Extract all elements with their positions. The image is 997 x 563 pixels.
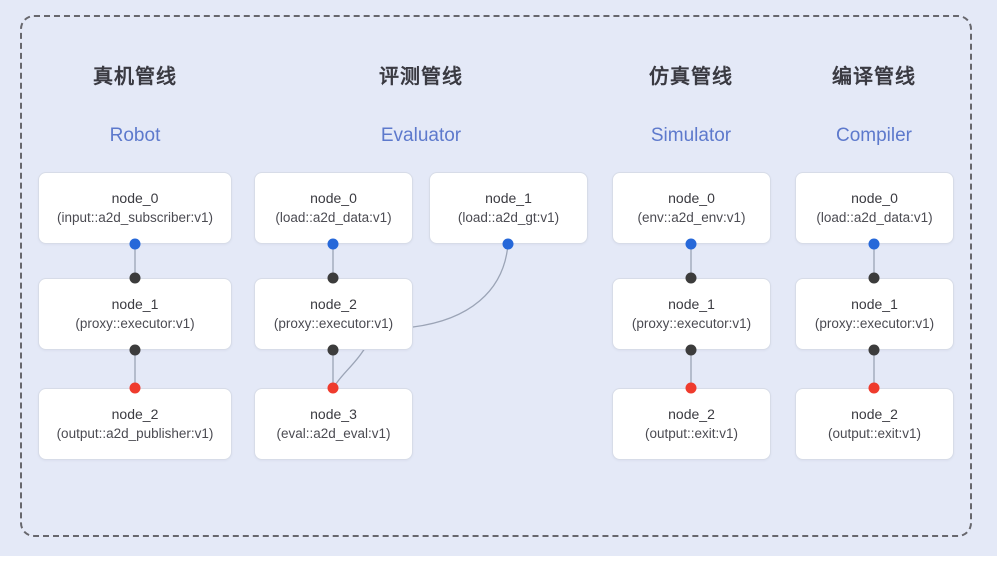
simulator-node-2: node_2 (output::exit:v1) [612,388,771,460]
node-impl: (input::a2d_subscriber:v1) [56,210,214,225]
output-port-dot [685,238,697,250]
pipeline-title-zh: 编译管线 [832,66,916,88]
eval-port-dot [868,382,880,394]
node-name: node_1 [851,296,898,312]
compiler-node-0: node_0 (load::a2d_data:v1) [795,172,954,244]
node-impl: (proxy::executor:v1) [273,316,394,331]
node-name: node_0 [668,190,715,206]
node-impl: (output::exit:v1) [644,426,739,441]
simulator-node-0: node_0 (env::a2d_env:v1) [612,172,771,244]
node-impl: (load::a2d_data:v1) [275,210,392,225]
pipeline-title-en: Compiler [835,125,913,146]
evaluator-node-0: node_0 (load::a2d_data:v1) [254,172,413,244]
node-impl: (load::a2d_data:v1) [816,210,933,225]
pipeline-header-evaluator: 评测管线 Evaluator [311,60,531,147]
node-name: node_0 [851,190,898,206]
evaluator-node-2: node_2 (proxy::executor:v1) [254,278,413,350]
node-impl: (output::exit:v1) [827,426,922,441]
dashed-frame [20,15,972,537]
pipeline-title-en: Evaluator [380,125,462,146]
node-name: node_2 [310,296,357,312]
pipeline-title-zh: 仿真管线 [649,66,733,88]
pipeline-header-compiler: 编译管线 Compiler [764,60,984,147]
output-port-dot [129,238,141,250]
input-port-dot [129,272,141,284]
node-name: node_2 [851,406,898,422]
input-port-dot [685,344,697,356]
pipeline-title-zh: 评测管线 [379,66,463,88]
pipeline-header-simulator: 仿真管线 Simulator [581,60,801,147]
output-port-dot [502,238,514,250]
compiler-node-2: node_2 (output::exit:v1) [795,388,954,460]
node-name: node_2 [111,406,159,422]
pipeline-header-robot: 真机管线 Robot [25,60,245,147]
node-name: node_2 [668,406,715,422]
eval-port-dot [327,382,339,394]
node-name: node_1 [668,296,715,312]
robot-node-2: node_2 (output::a2d_publisher:v1) [38,388,232,460]
node-name: node_3 [310,406,357,422]
node-name: node_1 [111,296,159,312]
output-port-dot [327,238,339,250]
node-name: node_0 [111,190,159,206]
robot-node-0: node_0 (input::a2d_subscriber:v1) [38,172,232,244]
compiler-node-1: node_1 (proxy::executor:v1) [795,278,954,350]
simulator-node-1: node_1 (proxy::executor:v1) [612,278,771,350]
input-port-dot [685,272,697,284]
pipeline-title-en: Robot [109,125,161,146]
node-impl: (output::a2d_publisher:v1) [56,426,214,441]
output-port-dot [868,238,880,250]
node-impl: (load::a2d_gt:v1) [457,210,560,225]
input-port-dot [327,272,339,284]
node-impl: (eval::a2d_eval:v1) [276,426,391,441]
node-impl: (proxy::executor:v1) [814,316,935,331]
evaluator-node-3: node_3 (eval::a2d_eval:v1) [254,388,413,460]
node-name: node_1 [485,190,532,206]
input-port-dot [868,344,880,356]
node-impl: (env::a2d_env:v1) [637,210,746,225]
input-port-dot [129,344,141,356]
bottom-strip [0,556,997,563]
evaluator-node-1: node_1 (load::a2d_gt:v1) [429,172,588,244]
robot-node-1: node_1 (proxy::executor:v1) [38,278,232,350]
input-port-dot [327,344,339,356]
node-impl: (proxy::executor:v1) [631,316,752,331]
eval-port-dot [129,382,141,394]
node-impl: (proxy::executor:v1) [75,316,195,331]
eval-port-dot [685,382,697,394]
input-port-dot [868,272,880,284]
pipeline-title-en: Simulator [650,125,732,146]
pipeline-title-zh: 真机管线 [93,66,177,88]
node-name: node_0 [310,190,357,206]
